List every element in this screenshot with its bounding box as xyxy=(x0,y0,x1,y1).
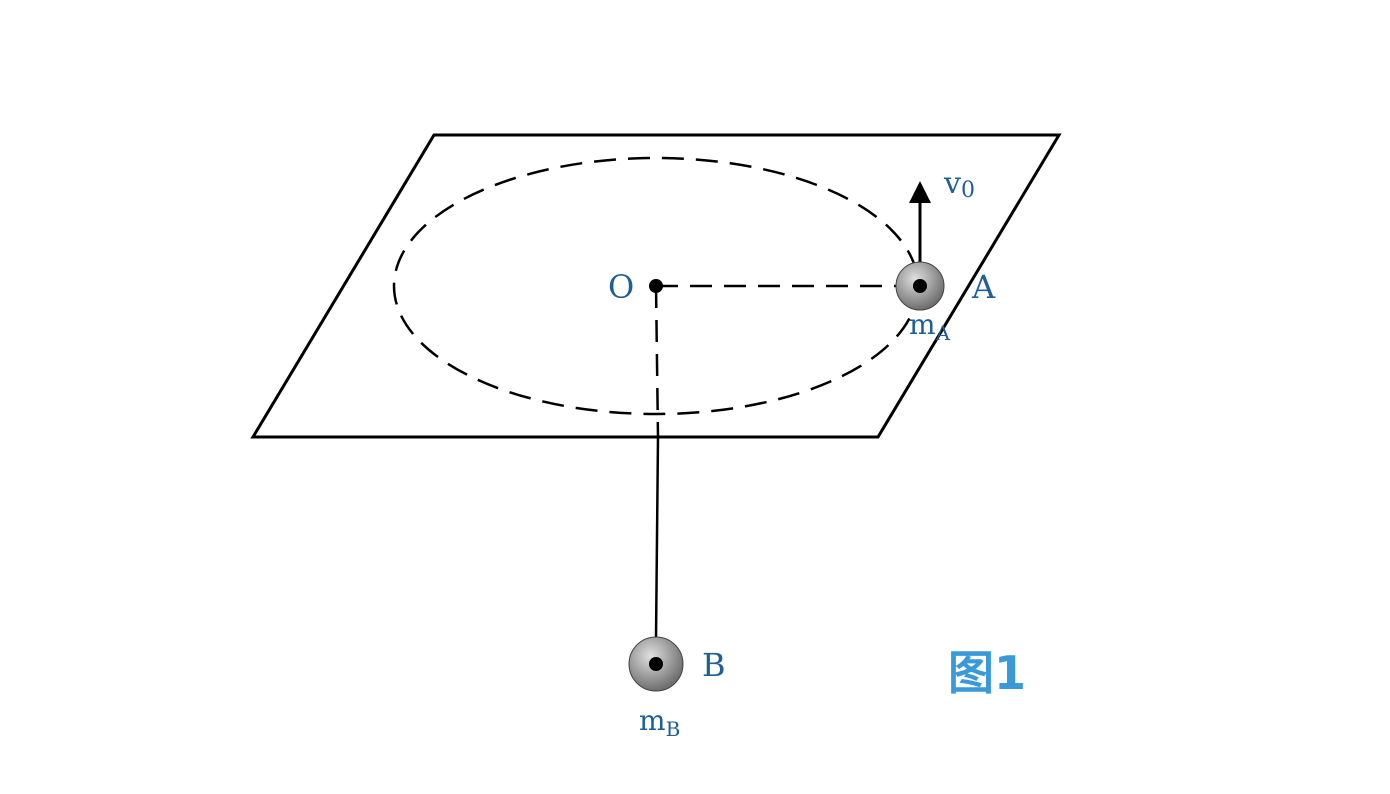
velocity-label: v0 xyxy=(943,166,975,203)
point-b-label: B xyxy=(702,646,726,684)
origin-point xyxy=(649,279,663,293)
mass-b-label-base: m xyxy=(639,704,666,737)
ball-b xyxy=(628,636,684,692)
mass-b-label-sub: B xyxy=(666,717,681,741)
velocity-label-base: v xyxy=(943,166,961,201)
mass-a-label-sub: A xyxy=(935,321,951,345)
velocity-label-sub: 0 xyxy=(961,178,975,203)
point-a-label: A xyxy=(971,268,996,306)
origin-label: O xyxy=(608,268,634,306)
velocity-arrow-head xyxy=(909,181,931,203)
horizontal-plane xyxy=(250,133,1062,439)
string-visible-segment xyxy=(654,436,660,639)
ball-a xyxy=(895,261,945,311)
mass-b-label: mB xyxy=(639,704,680,741)
mass-a-label-base: m xyxy=(909,308,936,341)
figure-caption: 图1 xyxy=(948,646,1026,700)
string-hidden-segment xyxy=(654,285,660,438)
mass-a-label: mA xyxy=(909,308,951,345)
